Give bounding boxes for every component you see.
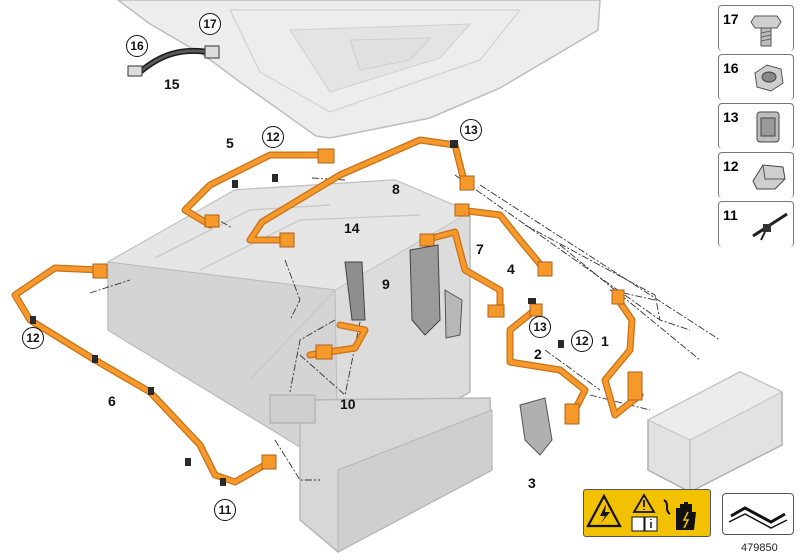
legend-number: 17	[723, 11, 739, 27]
diagram-number: 479850	[741, 542, 778, 554]
cable-15	[127, 45, 220, 77]
warning-icons	[586, 493, 696, 532]
callout-14: 14	[344, 220, 360, 236]
battery-housing	[106, 179, 493, 553]
legend-number: 16	[723, 60, 739, 76]
battery-cover-plate	[116, 0, 601, 139]
cable-4	[456, 206, 549, 274]
callout-12-left: 12	[22, 327, 44, 349]
legend-item-11: 11	[718, 201, 794, 247]
high-voltage-warning-panel	[583, 489, 711, 537]
cable-1	[601, 291, 644, 419]
callout-12-mid: 12	[571, 330, 593, 352]
callout-10: 10	[340, 396, 356, 412]
callout-11: 11	[214, 499, 236, 521]
callout-13-top: 13	[460, 119, 482, 141]
callout-8: 8	[392, 181, 400, 197]
cable-tie-icon	[752, 212, 788, 241]
cable-clips	[30, 140, 564, 486]
callout-2: 2	[534, 346, 542, 362]
route-reference-panel	[722, 493, 794, 535]
callout-5: 5	[226, 135, 234, 151]
legend-item-13: 13	[718, 103, 794, 149]
callout-6: 6	[108, 393, 116, 409]
callout-12-top: 12	[262, 126, 284, 148]
clip-icon	[756, 111, 780, 143]
legend-item-12: 12	[718, 152, 794, 198]
brackets	[344, 244, 553, 456]
callout-15: 15	[164, 76, 180, 92]
bolt-icon	[750, 15, 782, 47]
legend-item-17: 17	[718, 5, 794, 51]
callout-13-mid: 13	[529, 316, 551, 338]
cable-2	[506, 306, 589, 424]
callout-7: 7	[476, 241, 484, 257]
parts-legend: 17 16 13 12 11	[718, 5, 794, 250]
callout-4: 4	[507, 261, 515, 277]
callout-1: 1	[601, 333, 609, 349]
callout-17: 17	[199, 13, 221, 35]
cable-5	[181, 151, 334, 229]
callout-3: 3	[528, 475, 536, 491]
route-arrow-icon	[728, 506, 788, 529]
manual-icon	[631, 516, 645, 532]
holder-clip-icon	[752, 164, 786, 190]
callout-9: 9	[382, 276, 390, 292]
legend-number: 11	[723, 207, 738, 223]
legend-number: 13	[723, 109, 739, 125]
legend-item-16: 16	[718, 54, 794, 100]
nut-icon	[754, 64, 784, 92]
cable-7	[421, 228, 504, 316]
legend-number: 12	[723, 158, 739, 174]
callout-16: 16	[126, 35, 148, 57]
connectors	[92, 148, 643, 470]
control-unit	[646, 371, 784, 493]
